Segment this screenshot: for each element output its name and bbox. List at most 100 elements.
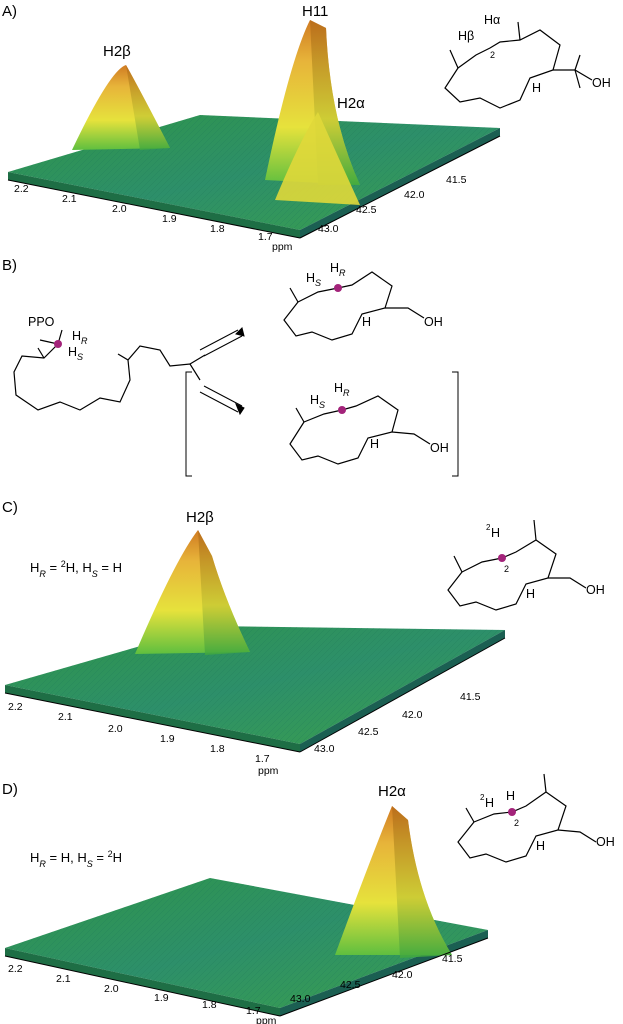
atom-c2-a: 2 — [490, 50, 495, 60]
atom-d-d: H — [485, 796, 494, 810]
h-tick-d-1: 2.1 — [56, 973, 71, 985]
cond-d-r: R — [39, 859, 46, 869]
h-tick-d-ppm: ppm — [256, 1015, 277, 1024]
fpp-atom-s: S — [77, 352, 83, 362]
fpp-atom-r: R — [81, 336, 88, 346]
cond-d-eq2: = — [93, 850, 108, 865]
label-dot-top — [334, 284, 342, 292]
atom-h-a: H — [532, 81, 541, 95]
h-tick-d-3: 1.9 — [154, 992, 169, 1004]
panel-b-letter: B) — [2, 257, 17, 274]
h-tick-a-2: 2.0 — [112, 203, 127, 215]
c-tick-d-0: 43.0 — [290, 993, 311, 1005]
c-tick-d-3: 41.5 — [442, 953, 463, 965]
h-tick-d-4: 1.8 — [202, 999, 217, 1011]
atom-oh-c: OH — [586, 583, 605, 597]
peak-label-h2alpha-d: H2α — [378, 783, 406, 800]
peak-label-h2beta-c: H2β — [186, 509, 214, 526]
h-tick-a-0: 2.2 — [14, 183, 29, 195]
h-tick-c-2: 2.0 — [108, 723, 123, 735]
atom-d-h: H — [506, 789, 515, 803]
arrows-b — [199, 327, 245, 416]
condition-d: HR = H, HS = 2H — [30, 849, 122, 869]
peak-label-h2beta-a: H2β — [103, 43, 131, 60]
panel-a-letter: A) — [2, 3, 17, 20]
h-tick-d-2: 2.0 — [104, 983, 119, 995]
atom-h-c: H — [526, 587, 535, 601]
atom-halpha-a: Hα — [484, 13, 500, 27]
structure-d — [457, 773, 597, 863]
structure-a — [444, 21, 593, 109]
cond-c-eq1: = — [46, 560, 61, 575]
svg-text:HR = 2H, HS = H: HR = 2H, HS = H — [30, 559, 122, 579]
bot-atom-oh: OH — [430, 441, 449, 455]
label-dot-bottom — [338, 406, 346, 414]
fpp-atom-hr: H — [72, 329, 81, 343]
cond-c-eq2: = H — [98, 560, 122, 575]
c-tick-d-2: 42.0 — [392, 969, 413, 981]
fpp-atom-hs: H — [68, 345, 77, 359]
label-dot-c — [498, 554, 506, 562]
h-tick-a-3: 1.9 — [162, 213, 177, 225]
bot-atom-hr: H — [334, 381, 343, 395]
panel-a: A) H2β H11 H2α 2.2 2.1 2.0 1.9 1.8 1.7 p… — [2, 3, 611, 253]
label-dot-d — [508, 808, 516, 816]
peak-label-h2alpha-a: H2α — [337, 95, 365, 112]
h-tick-d-5: 1.7 — [246, 1005, 261, 1017]
c-tick-a-0: 43.0 — [318, 223, 339, 235]
c-tick-a-2: 42.0 — [404, 189, 425, 201]
cond-c-d: H, H — [66, 560, 92, 575]
panel-d: D) H2α HR = H, HS = 2H 2.2 2.1 2.0 1.9 1… — [2, 773, 615, 1024]
c-tick-a-3: 41.5 — [446, 174, 467, 186]
cond-c-r: R — [39, 569, 46, 579]
cond-d-d: H — [113, 850, 122, 865]
cond-d-s: S — [87, 859, 93, 869]
atom-h-d: H — [536, 839, 545, 853]
atom-c2-c: 2 — [504, 564, 509, 574]
h-tick-a-4: 1.8 — [210, 223, 225, 235]
peak-h2alpha-a — [275, 112, 360, 205]
atom-oh-a: OH — [592, 76, 611, 90]
h-tick-c-0: 2.2 — [8, 701, 23, 713]
h-tick-c-3: 1.9 — [160, 733, 175, 745]
atom-c2-d: 2 — [514, 818, 519, 828]
top-atom-oh: OH — [424, 315, 443, 329]
h-tick-a-ppm: ppm — [272, 241, 293, 253]
atom-d-dsup: 2 — [480, 793, 485, 802]
structure-c — [447, 519, 587, 611]
c-tick-c-0: 43.0 — [314, 743, 335, 755]
top-atom-hr: H — [330, 261, 339, 275]
h-tick-a-5: 1.7 — [258, 231, 273, 243]
h-tick-c-5: 1.7 — [255, 753, 270, 765]
h-tick-a-1: 2.1 — [62, 193, 77, 205]
bot-atom-s: S — [319, 400, 325, 410]
atom-oh-d: OH — [596, 835, 615, 849]
condition-c: HR = 2H, HS = H — [30, 559, 122, 579]
cond-d-eq1: = H, H — [46, 850, 87, 865]
fpp-structure — [13, 329, 206, 411]
c-tick-a-1: 42.5 — [356, 204, 377, 216]
fpp-atom-ppo: PPO — [28, 315, 55, 329]
c-tick-d-1: 42.5 — [340, 979, 361, 991]
top-atom-r: R — [339, 268, 346, 278]
bot-atom-hs: H — [310, 393, 319, 407]
label-dot-fpp — [54, 340, 62, 348]
panel-d-letter: D) — [2, 781, 18, 798]
h-tick-c-1: 2.1 — [58, 711, 73, 723]
atom-c-d: H — [491, 526, 500, 540]
panel-c-letter: C) — [2, 499, 18, 516]
panel-c: C) H2β HR = 2H, HS = H 2.2 2.1 2.0 1.9 1… — [2, 499, 605, 777]
svg-text:HR = H, HS = 2H: HR = H, HS = 2H — [30, 849, 122, 869]
top-atom-s: S — [315, 278, 321, 288]
c-tick-c-1: 42.5 — [358, 726, 379, 738]
top-atom-h: H — [362, 315, 371, 329]
h-tick-c-4: 1.8 — [210, 743, 225, 755]
top-atom-hs: H — [306, 271, 315, 285]
cond-c-dsup: 2 — [61, 559, 66, 569]
atom-hbeta-a: Hβ — [458, 29, 474, 43]
h-tick-c-ppm: ppm — [258, 765, 279, 777]
bot-atom-h: H — [370, 437, 379, 451]
cond-d-dsup: 2 — [108, 849, 113, 859]
c-tick-c-3: 41.5 — [460, 691, 481, 703]
bot-atom-r: R — [343, 388, 350, 398]
